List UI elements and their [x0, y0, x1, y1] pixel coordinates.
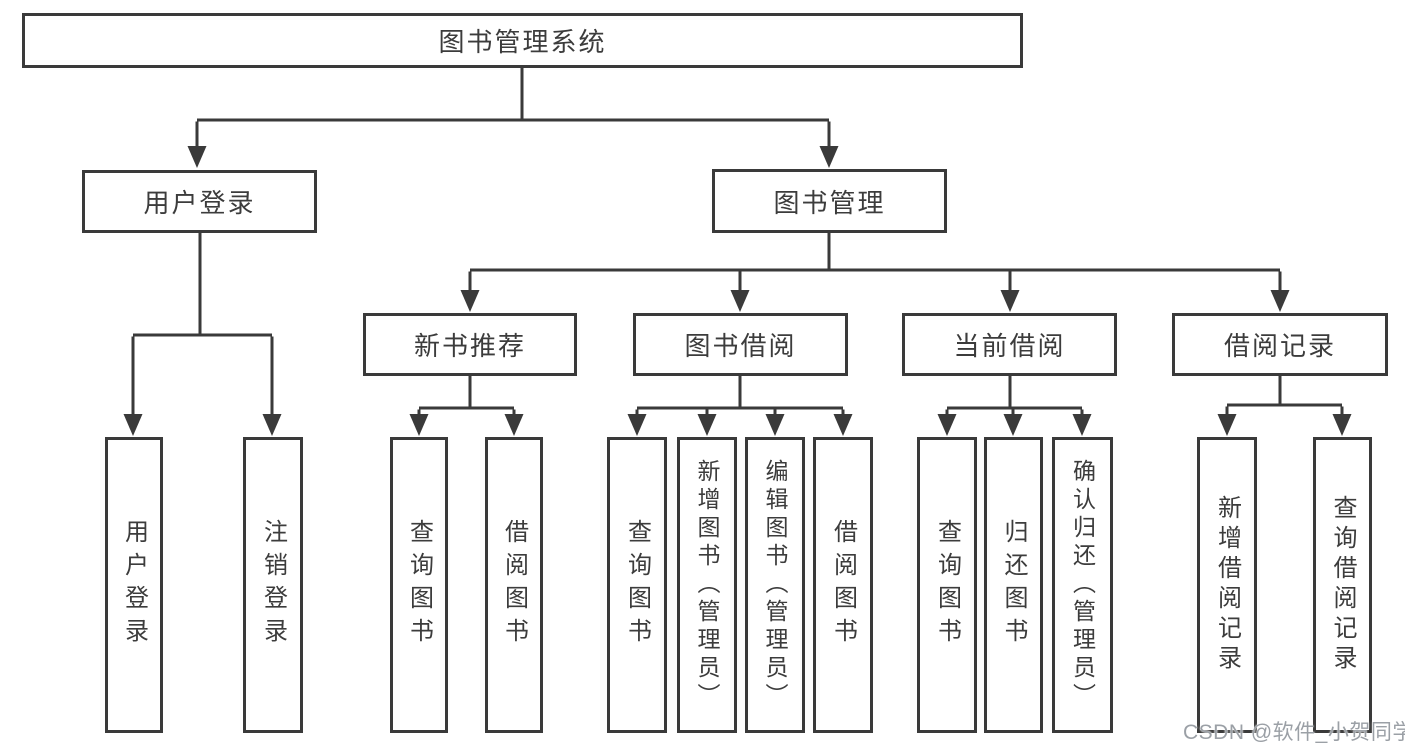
connector-module3-to-leaves — [1225, 376, 1344, 416]
leaf-query-books-recommend: 查询图书 — [390, 437, 448, 733]
arrowhead-icon — [504, 414, 524, 436]
node-label: 当前借阅 — [953, 331, 1066, 361]
leaf-label: 注销登录 — [259, 519, 287, 651]
leaf-logout: 注销登录 — [243, 437, 303, 733]
arrowhead-icon — [627, 414, 647, 436]
leaf-borrow-books-recommend: 借阅图书 — [485, 437, 543, 733]
node-label: 借阅记录 — [1223, 331, 1336, 361]
arrowhead-icon — [1072, 414, 1092, 436]
leaf-add-borrow-record: 新增借阅记录 — [1197, 437, 1257, 733]
connector-mgmt-to-modules — [468, 233, 1282, 292]
node-current-borrow: 当前借阅 — [902, 313, 1117, 376]
leaf-user-login: 用户登录 — [105, 437, 163, 733]
node-new-book-recommend: 新书推荐 — [363, 313, 577, 376]
connector-module2-to-leaves — [945, 376, 1084, 416]
node-borrow-records: 借阅记录 — [1172, 313, 1388, 376]
node-label: 图书管理 — [773, 187, 886, 218]
leaf-label: 借阅图书 — [829, 519, 857, 651]
node-library-system: 图书管理系统 — [22, 13, 1023, 68]
leaf-label: 查询图书 — [623, 519, 651, 651]
leaf-label: 查询借阅记录 — [1329, 495, 1356, 675]
node-label: 用户登录 — [143, 188, 256, 218]
leaf-borrow-books: 借阅图书 — [813, 437, 873, 733]
arrowhead-icon — [1332, 414, 1352, 436]
leaf-label: 借阅图书 — [500, 519, 528, 651]
leaf-confirm-return-admin: 确认归还（管理员） — [1052, 437, 1113, 733]
leaf-label: 查询图书 — [405, 519, 433, 651]
connector-module1-to-leaves — [635, 376, 845, 416]
leaf-return-books: 归还图书 — [984, 437, 1043, 733]
arrowhead-icon — [833, 414, 853, 436]
leaf-edit-book-admin: 编辑图书（管理员） — [745, 437, 805, 733]
arrowhead-icon — [1270, 290, 1290, 312]
connector-login-to-leaves — [131, 233, 274, 416]
arrowhead-icon — [937, 414, 957, 436]
leaf-query-books-borrow: 查询图书 — [607, 437, 667, 733]
arrowhead-icon — [730, 290, 750, 312]
node-label: 图书借阅 — [684, 331, 797, 361]
leaf-label: 查询图书 — [933, 519, 961, 651]
leaf-query-borrow-record: 查询借阅记录 — [1313, 437, 1372, 733]
node-user-login: 用户登录 — [82, 170, 317, 233]
leaf-label: 新增借阅记录 — [1213, 495, 1241, 675]
arrowhead-icon — [1003, 414, 1023, 436]
csdn-watermark: CSDN @软件_小贺同学 — [1183, 721, 1405, 744]
connector-module0-to-leaves — [417, 376, 516, 416]
arrowheads — [123, 146, 1352, 436]
node-label: 新书推荐 — [413, 331, 526, 361]
arrowhead-icon — [187, 146, 207, 168]
leaf-label: 用户登录 — [120, 519, 148, 651]
leaf-label: 新增图书（管理员） — [694, 459, 720, 711]
arrowhead-icon — [1000, 290, 1020, 312]
node-label: 图书管理系统 — [438, 27, 607, 57]
arrowhead-icon — [1217, 414, 1237, 436]
leaf-label: 归还图书 — [1000, 519, 1027, 651]
leaf-label: 编辑图书（管理员） — [762, 459, 788, 711]
arrowhead-icon — [409, 414, 429, 436]
leaf-add-book-admin: 新增图书（管理员） — [677, 437, 737, 733]
arrowhead-icon — [819, 146, 839, 168]
node-book-borrow: 图书借阅 — [633, 313, 848, 376]
arrowhead-icon — [765, 414, 785, 436]
arrowhead-icon — [262, 414, 282, 436]
node-book-management: 图书管理 — [712, 169, 947, 233]
arrowhead-icon — [697, 414, 717, 436]
arrowhead-icon — [460, 290, 480, 312]
leaf-query-books-current: 查询图书 — [917, 437, 977, 733]
arrowhead-icon — [123, 414, 143, 436]
leaf-label: 确认归还（管理员） — [1069, 459, 1096, 711]
connector-root-to-level2 — [195, 68, 831, 150]
